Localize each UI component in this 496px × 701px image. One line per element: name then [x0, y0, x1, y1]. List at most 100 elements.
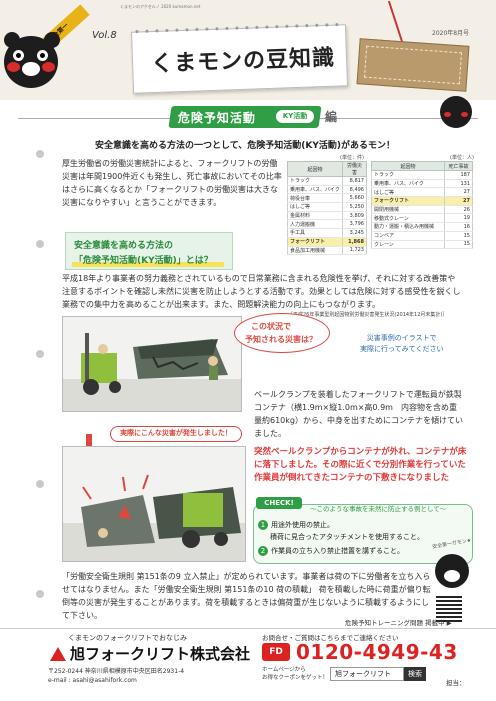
table-cell-count: 27 [443, 196, 474, 206]
check-item-1-detail: 積荷に見合ったアタッチメントを使用すること。 [270, 533, 424, 541]
callout-line-1: 安全意識を高める方法の [74, 241, 174, 251]
table-cell-cause: フォークリフト [287, 237, 343, 247]
contact-note: お問合せ・ご質問はこちらまでご連絡ください [262, 634, 399, 642]
note-line-2: 実際に行ってみてください [360, 345, 444, 353]
footer-rule [0, 628, 496, 629]
table-cell-count: 3,796 [341, 219, 368, 230]
table-cell-count: 5,250 [341, 202, 368, 212]
table-header: 起因物 [371, 161, 445, 171]
title-card: くまモンの豆知識 [130, 21, 349, 94]
check-box [253, 504, 473, 564]
company-logo-icon [50, 645, 66, 661]
kumamon-side-icon [435, 554, 469, 588]
table-cell-count: 1,868 [341, 237, 368, 247]
hp-line-2: お得なクーポンをゲット！ [262, 675, 329, 681]
table-cell-count: 15 [443, 231, 474, 241]
ky-description: 平成18年より事業者の努力義務とされているもので日常業務に含まれる危険性を挙げ、… [62, 274, 461, 309]
number-badge-icon: 2 [258, 546, 268, 556]
table-source: ［平成26年事業型別起因物別労働災害発生状況(2014年12月末集計)］ [288, 312, 448, 318]
note-line-1: 災害事例のイラストで [366, 334, 437, 342]
table-cell-cause: 開閉用機械 [371, 205, 445, 215]
left-table-unit: (単位：件) [340, 155, 364, 161]
table-cell-cause: 乗用車、バス、バイク [287, 185, 343, 195]
page-title: くまモンの豆知識 [150, 45, 336, 78]
table-cell-count: 3,809 [341, 211, 368, 221]
forklift-illustration-before [62, 316, 242, 412]
table-cell-cause: コンベア [371, 231, 445, 241]
number-badge-icon: 1 [258, 520, 268, 530]
staff-label: 担当： [446, 679, 466, 687]
kraft-tag-decoration [356, 38, 470, 92]
search-button[interactable]: 検索 [404, 667, 426, 681]
header: くまモンのアクセルノ 2020 kumamon.net 安全第一 Vol.8 く… [0, 0, 496, 100]
check-item-text: 作業員の立ち入り禁止措置を講ずること。 [271, 547, 404, 555]
forklift-illustration-accident [62, 446, 246, 562]
table-cell-cause: フォークリフト [371, 196, 445, 206]
table-cell-cause: 移動式クレーン [371, 213, 445, 224]
actual-incident-label: 実際にこんな災害が発生しました！ [110, 426, 242, 442]
table-cell-cause: はしご等 [287, 202, 343, 212]
table-header: 起因物 [287, 161, 343, 177]
table-cell-count: 16 [443, 222, 474, 232]
header-tiny-text: くまモンのアクセルノ 2020 kumamon.net [120, 4, 201, 9]
table-cell-cause: トラック [287, 176, 343, 186]
check-tag: CHECK! [256, 497, 302, 509]
company-address: 〒252-0244 神奈川県相模原市中央区田名2931-4 e-mail : a… [48, 667, 184, 685]
kumamon-mascot-icon [4, 36, 58, 88]
table-cell-cause: はしご等 [371, 187, 445, 198]
table-cell-count: 27 [443, 187, 474, 198]
section-title: 危険予知活動 [177, 111, 256, 125]
bubble-line-2: 予知される災害は？ [245, 335, 317, 344]
table-cell-cause: 手工具 [287, 228, 343, 238]
accident-result: 突然ベールクランプからコンテナが外れ、コンテナが床に落下しました。その際に近くで… [254, 447, 467, 483]
table-header: 死亡事故 [443, 161, 474, 171]
table-cell-count: 131 [443, 179, 474, 189]
kumamon-small-icon [440, 96, 472, 128]
table-cell-cause: 食品加工用機械 [287, 246, 343, 256]
qr-code-icon[interactable] [436, 596, 462, 622]
hp-line-1: ホームページから [262, 667, 306, 673]
table-cell-count: 187 [443, 170, 474, 180]
phone-number[interactable]: 0120-4949-43 [296, 640, 458, 664]
bubble-line-1: この状況で [251, 322, 291, 331]
table-cell-cause: 乗用車、バス、バイク [371, 179, 445, 189]
section-suffix: 編 [325, 110, 338, 124]
table-cell-cause: クレーン [371, 240, 445, 250]
address-line: 〒252-0244 神奈川県相模原市中央区田名2931-4 [48, 668, 185, 675]
question-bubble: この状況で 予知される災害は？ [234, 313, 330, 353]
table-cell-count: 8,817 [341, 176, 368, 186]
table-cell-cause: 人力運搬機 [287, 219, 343, 230]
table-cell-count: 3,245 [341, 228, 368, 238]
check-subtitle: ～このような事故を未然に防止する例として～ [310, 505, 447, 513]
incident-description: ベールクランプを装着したフォークリフトで運転員が鉄製コンテナ（横1.9m×縦1.… [254, 390, 463, 438]
table-cell-count: 8,496 [341, 185, 368, 195]
free-dial-icon: FD [262, 643, 290, 661]
footer-tagline: くまモンのフォークリフトでおなじみ [68, 634, 187, 642]
table-cell-count: 1,723 [341, 246, 368, 256]
table-cell-cause: 金属材料 [287, 211, 343, 221]
table-cell-count: 26 [443, 205, 474, 215]
qr-note: 危険予知トレーニング問題 掲載中 ▶ [345, 619, 452, 627]
accident-scene-icon [63, 474, 245, 561]
table-cell-count: 5,660 [341, 193, 368, 204]
search-input[interactable]: 旭フォークリフト [330, 667, 404, 681]
email-line[interactable]: e-mail : asahi@asahifork.com [48, 677, 137, 684]
table-cell-cause: 動力・運搬・積込み用機械 [371, 222, 445, 232]
